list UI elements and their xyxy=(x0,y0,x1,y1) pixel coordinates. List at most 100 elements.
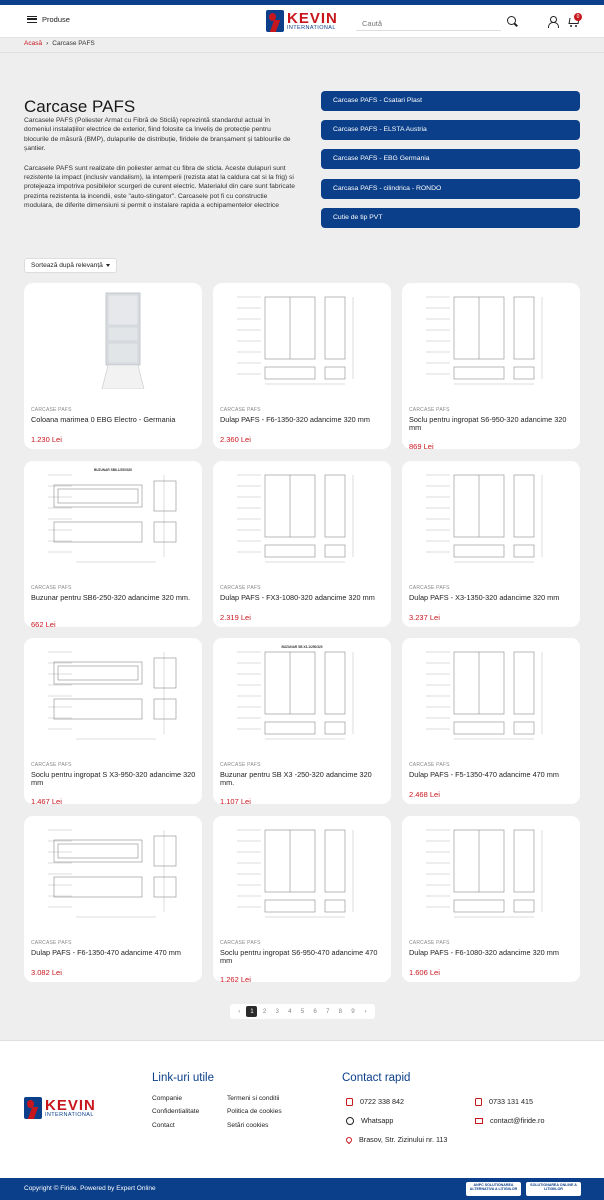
subcategory-button-elsta[interactable]: Carcase PAFS - ELSTA Austria xyxy=(321,120,580,141)
product-name[interactable]: Soclu pentru ingropat S6-950-470 adancim… xyxy=(220,947,378,965)
product-name[interactable]: Dulap PAFS - F6-1350-470 adancime 470 mm xyxy=(31,947,181,957)
description-paragraph: Carcasele PAFS (Poliester Armat cu Fibră… xyxy=(24,117,291,153)
pagination-page-2[interactable]: 2 xyxy=(262,1008,267,1015)
subcategory-button-ebg[interactable]: Carcase PAFS - EBG Germania xyxy=(321,149,580,170)
drawing-title: BUZUNAR SB6-1/250/320 xyxy=(94,468,132,472)
footer-link-terms[interactable]: Termeni si conditii xyxy=(227,1095,280,1102)
subcategory-button-csatari[interactable]: Carcase PAFS - Csatari Plast xyxy=(321,91,580,111)
phone-number: 0722 338 842 xyxy=(360,1097,404,1106)
product-name[interactable]: Soclu pentru ingropat S X3-950-320 adanc… xyxy=(31,770,196,788)
product-image[interactable] xyxy=(36,289,190,390)
search-icon[interactable] xyxy=(507,16,519,28)
pagination-page-1[interactable]: 1 xyxy=(246,1006,258,1017)
pagination-page-8[interactable]: 8 xyxy=(338,1008,343,1015)
pagination-page-7[interactable]: 7 xyxy=(325,1008,330,1015)
breadcrumb-home-link[interactable]: Acasă xyxy=(24,40,43,47)
site-logo[interactable]: KEVIN INTERNATIONAL xyxy=(266,10,338,32)
footer-logo-subtitle: INTERNATIONAL xyxy=(45,1111,94,1118)
footer-link-contact[interactable]: Contact xyxy=(152,1122,175,1129)
top-accent-bar xyxy=(0,0,604,5)
product-category: CARCASE PAFS xyxy=(220,939,261,946)
contact-whatsapp[interactable]: Whatsapp xyxy=(346,1116,393,1125)
product-name[interactable]: Buzunar pentru SB X3 -250-320 adancime 3… xyxy=(220,770,372,788)
product-card[interactable]: CARCASE PAFS Soclu pentru ingropat S6-950… xyxy=(402,283,580,449)
product-card[interactable]: CARCASE PAFS Coloana marimea 0 EBG Electr… xyxy=(24,283,202,449)
contact-phone-1[interactable]: 0722 338 842 xyxy=(346,1097,404,1106)
product-image[interactable] xyxy=(225,467,379,567)
copyright-text: Copyright © Firide. Powered by Expert On… xyxy=(24,1185,156,1192)
product-image[interactable]: BUZUNAR SB X3-1/250/320 xyxy=(225,644,379,744)
product-image[interactable] xyxy=(414,822,568,922)
footer-link-cookies-policy[interactable]: Politica de cookies xyxy=(227,1108,282,1115)
kevin-logo-icon xyxy=(266,10,284,32)
product-name[interactable]: Dulap PAFS - F5-1350-470 adancime 470 mm xyxy=(409,770,559,779)
product-name[interactable]: Buzunar pentru SB6-250-320 adancime 320 … xyxy=(31,592,191,602)
breadcrumb-current: Carcase PAFS xyxy=(52,40,95,47)
technical-drawing-image xyxy=(426,829,543,917)
product-image[interactable] xyxy=(414,644,568,744)
product-name[interactable]: Dulap PAFS - X3-1350-320 adancime 320 mm xyxy=(409,592,560,602)
cart-icon[interactable] xyxy=(568,16,580,28)
contact-email[interactable]: contact@firide.ro xyxy=(475,1116,544,1125)
product-category: CARCASE PAFS xyxy=(31,407,72,413)
product-image[interactable]: BUZUNAR SB6-1/250/320 xyxy=(36,467,190,567)
technical-drawing-image xyxy=(237,829,354,917)
description-paragraph: Carcasele PAFS sunt realizate din polies… xyxy=(24,164,295,210)
anpc-sal-badge[interactable]: ANPC SOLUTIONAREA ALTERNATIVA A LITIGIIL… xyxy=(466,1182,521,1196)
product-name[interactable]: Dulap PAFS - F6-1080-320 adancime 320 mm xyxy=(409,947,559,957)
product-image[interactable] xyxy=(225,822,379,922)
technical-drawing-image xyxy=(426,651,543,740)
products-menu-button[interactable]: Produse xyxy=(27,15,70,24)
anpc-sol-badge[interactable]: SOLUTIONAREA ONLINE A LITIGIILOR xyxy=(526,1182,581,1196)
pagination-prev-button[interactable]: ‹ xyxy=(238,1008,241,1015)
footer-link-company[interactable]: Companie xyxy=(152,1095,183,1102)
contact-phone-2[interactable]: 0733 131 415 xyxy=(475,1097,533,1106)
technical-drawing-image xyxy=(426,296,543,385)
product-price: 1.107 Lei xyxy=(220,797,251,804)
cabinet-photo-image xyxy=(101,292,145,390)
product-image[interactable] xyxy=(225,289,379,389)
sort-label: Sortează după relevanță xyxy=(31,262,103,269)
pagination-page-4[interactable]: 4 xyxy=(288,1008,292,1015)
product-name[interactable]: Dulap PAFS - FX3-1080-320 adancime 320 m… xyxy=(220,592,375,602)
pagination-next-button[interactable]: › xyxy=(364,1008,367,1015)
product-category: CARCASE PAFS xyxy=(31,584,72,591)
site-header: Produse KEVIN INTERNATIONAL 0 xyxy=(0,5,604,38)
product-card[interactable]: CARCASE PAFS Dulap PAFS - F6-1350-320 ada… xyxy=(213,283,391,449)
search-input[interactable] xyxy=(356,15,501,32)
hamburger-icon xyxy=(27,16,37,23)
user-account-icon[interactable] xyxy=(547,16,559,28)
product-name[interactable]: Soclu pentru ingropat S6-950-320 adancim… xyxy=(409,415,567,433)
product-image[interactable] xyxy=(414,289,568,389)
product-category: CARCASE PAFS xyxy=(220,407,261,413)
product-name[interactable]: Coloana marimea 0 EBG Electro - Germania xyxy=(31,415,176,424)
cart-count-badge: 0 xyxy=(574,13,582,21)
phone-number: 0733 131 415 xyxy=(489,1097,533,1106)
subcategory-button-rondo[interactable]: Carcasa PAFS - cilindrica - RONDO xyxy=(321,178,580,199)
sort-dropdown[interactable]: Sortează după relevanță xyxy=(24,258,117,273)
pagination-page-5[interactable]: 5 xyxy=(300,1008,305,1015)
subcategory-button-pvt[interactable]: Cutie de tip PVT xyxy=(321,207,580,228)
product-price: 3.237 Lei xyxy=(409,612,440,622)
footer-logo[interactable]: KEVIN INTERNATIONAL xyxy=(24,1097,96,1119)
pagination-page-9[interactable]: 9 xyxy=(351,1008,355,1015)
product-name[interactable]: Dulap PAFS - F6-1350-320 adancime 320 mm xyxy=(220,415,370,424)
product-image[interactable] xyxy=(36,822,190,922)
product-image[interactable] xyxy=(36,644,190,744)
pagination-page-3[interactable]: 3 xyxy=(275,1008,279,1015)
footer-link-cookie-settings[interactable]: Setări cookies xyxy=(227,1122,269,1129)
product-image[interactable] xyxy=(414,467,568,567)
pagination-page-6[interactable]: 6 xyxy=(313,1008,317,1015)
footer-link-privacy[interactable]: Confidentialitate xyxy=(152,1108,200,1115)
product-price: 662 Lei xyxy=(31,619,56,627)
product-category: CARCASE PAFS xyxy=(409,407,450,413)
